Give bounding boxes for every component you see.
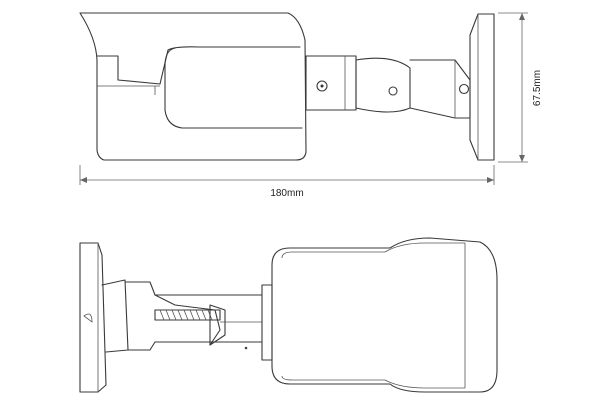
length-dimension: 180mm <box>79 165 495 199</box>
bracket-block <box>305 55 357 111</box>
ball-joint <box>355 57 411 113</box>
lens-window <box>164 47 303 129</box>
mount-base <box>101 279 129 353</box>
arm-screw-icon <box>458 83 470 95</box>
rod-clamp <box>209 304 226 346</box>
wall-plate <box>469 13 495 161</box>
threaded-rod <box>154 309 221 321</box>
mount-bracket <box>305 55 471 119</box>
screw-icon <box>316 80 328 92</box>
housing-body <box>271 237 498 393</box>
arm-top-edge <box>124 281 263 296</box>
bottom-wall-plate <box>79 242 107 393</box>
joint-screw-icon <box>388 86 398 96</box>
camera-side-view <box>79 12 495 161</box>
height-label: 67.5mm <box>532 70 543 106</box>
arm-neck <box>409 59 471 119</box>
cable-notch <box>83 313 93 323</box>
small-screw-icon <box>244 346 248 350</box>
length-label: 180mm <box>270 188 303 199</box>
height-dimension: 67.5mm <box>498 12 543 163</box>
screw-center <box>320 84 324 88</box>
arm-bottom-edge <box>127 341 263 351</box>
housing-outline <box>79 12 307 161</box>
body-contour-top <box>281 242 465 259</box>
collar <box>261 284 273 361</box>
thread-marks <box>159 309 213 321</box>
camera-bottom-view <box>79 237 498 393</box>
sunshield-edge <box>96 46 301 85</box>
body-contour-bottom <box>281 375 465 389</box>
